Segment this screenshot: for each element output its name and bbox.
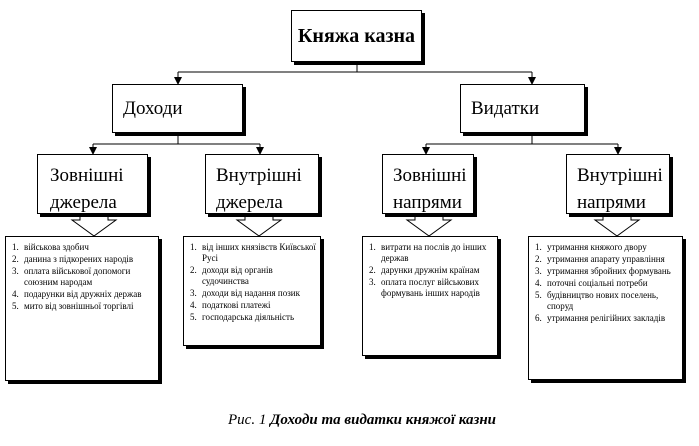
expenses-box: Видатки — [460, 84, 585, 133]
list-item: 1.витрати на послів до інших держав — [369, 242, 487, 263]
connector-root — [178, 62, 532, 73]
income-internal-title-1: Внутрішні — [216, 165, 302, 186]
caption-prefix: Рис. 1 — [228, 412, 267, 428]
list-item: 3.утримання збройних формувань — [535, 266, 671, 276]
expenses-external-title-2: напрями — [393, 192, 462, 213]
expenses-internal-list-box: 1.утримання княжого двору 2.утримання ап… — [528, 236, 683, 380]
list-item: 2.дарунки дружнім країнам — [369, 265, 480, 275]
expenses-external-list-box: 1.витрати на послів до інших держав 2.да… — [362, 236, 498, 356]
expenses-title: Видатки — [471, 97, 540, 119]
arrow-down-icon — [405, 213, 453, 237]
list-item: 2.данина з підкорених народів — [12, 254, 134, 264]
income-internal-list: 1.від інших князівств Київської Русі 2.д… — [188, 242, 316, 323]
income-external-title-1: Зовнішні — [50, 165, 124, 186]
root-title: Княжа казна — [297, 24, 416, 47]
income-external-list: 1.військова здобич 2.данина з підкорених… — [10, 242, 154, 312]
income-external-box: Зовнішні джерела — [37, 154, 148, 214]
list-item: 6.утримання релігійних закладів — [535, 313, 666, 323]
connector-expenses — [426, 133, 618, 145]
list-item: 5.мито від зовнішньої торгівлі — [12, 301, 134, 311]
caption-title: Доходи та видатки княжої казни — [270, 412, 496, 428]
list-item: 3.оплата послуг військових формувань інш… — [369, 277, 480, 298]
list-item: 5.будівництво нових поселень, споруд — [535, 290, 659, 311]
arrow-down-icon — [235, 213, 283, 237]
list-item: 1.від інших князівств Київської Русі — [190, 242, 316, 263]
income-box: Доходи — [112, 84, 243, 133]
expenses-external-box: Зовнішні напрями — [382, 154, 474, 214]
income-internal-title-2: джерела — [216, 192, 283, 213]
expenses-internal-title-1: Внутрішні — [577, 165, 663, 186]
expenses-external-list: 1.витрати на послів до інших держав 2.да… — [367, 242, 493, 299]
figure-caption: Рис. 1 Доходи та видатки княжої казни — [228, 412, 496, 429]
expenses-internal-box: Внутрішні напрями — [566, 154, 670, 214]
root-box: Княжа казна — [291, 10, 422, 62]
list-item: 4.поточні соціальні потреби — [535, 278, 648, 288]
list-item: 3.доходи від надання позик — [190, 288, 300, 298]
arrow-down-icon — [593, 213, 641, 237]
list-item: 2.доходи від органів судочинства — [190, 265, 273, 286]
income-internal-box: Внутрішні джерела — [205, 154, 319, 214]
connector-income — [93, 133, 260, 145]
list-item: 1.утримання княжого двору — [535, 242, 647, 252]
income-external-title-2: джерела — [50, 192, 117, 213]
expenses-external-title-1: Зовнішні — [393, 165, 467, 186]
income-title: Доходи — [123, 97, 183, 119]
list-item: 2.утримання апарату управління — [535, 254, 665, 264]
list-item: 5.господарська діяльність — [190, 312, 295, 322]
list-item: 3.оплата військової допомоги союзним нар… — [12, 266, 131, 287]
expenses-internal-title-2: напрями — [577, 192, 646, 213]
list-item: 4.подарунки від дружніх держав — [12, 289, 142, 299]
expenses-internal-list: 1.утримання княжого двору 2.утримання ап… — [533, 242, 678, 324]
income-external-list-box: 1.військова здобич 2.данина з підкорених… — [5, 236, 159, 381]
list-item: 1.військова здобич — [12, 242, 89, 252]
arrow-down-icon — [70, 213, 118, 237]
list-item: 4.податкові платежі — [190, 300, 271, 310]
income-internal-list-box: 1.від інших князівств Київської Русі 2.д… — [183, 236, 321, 346]
